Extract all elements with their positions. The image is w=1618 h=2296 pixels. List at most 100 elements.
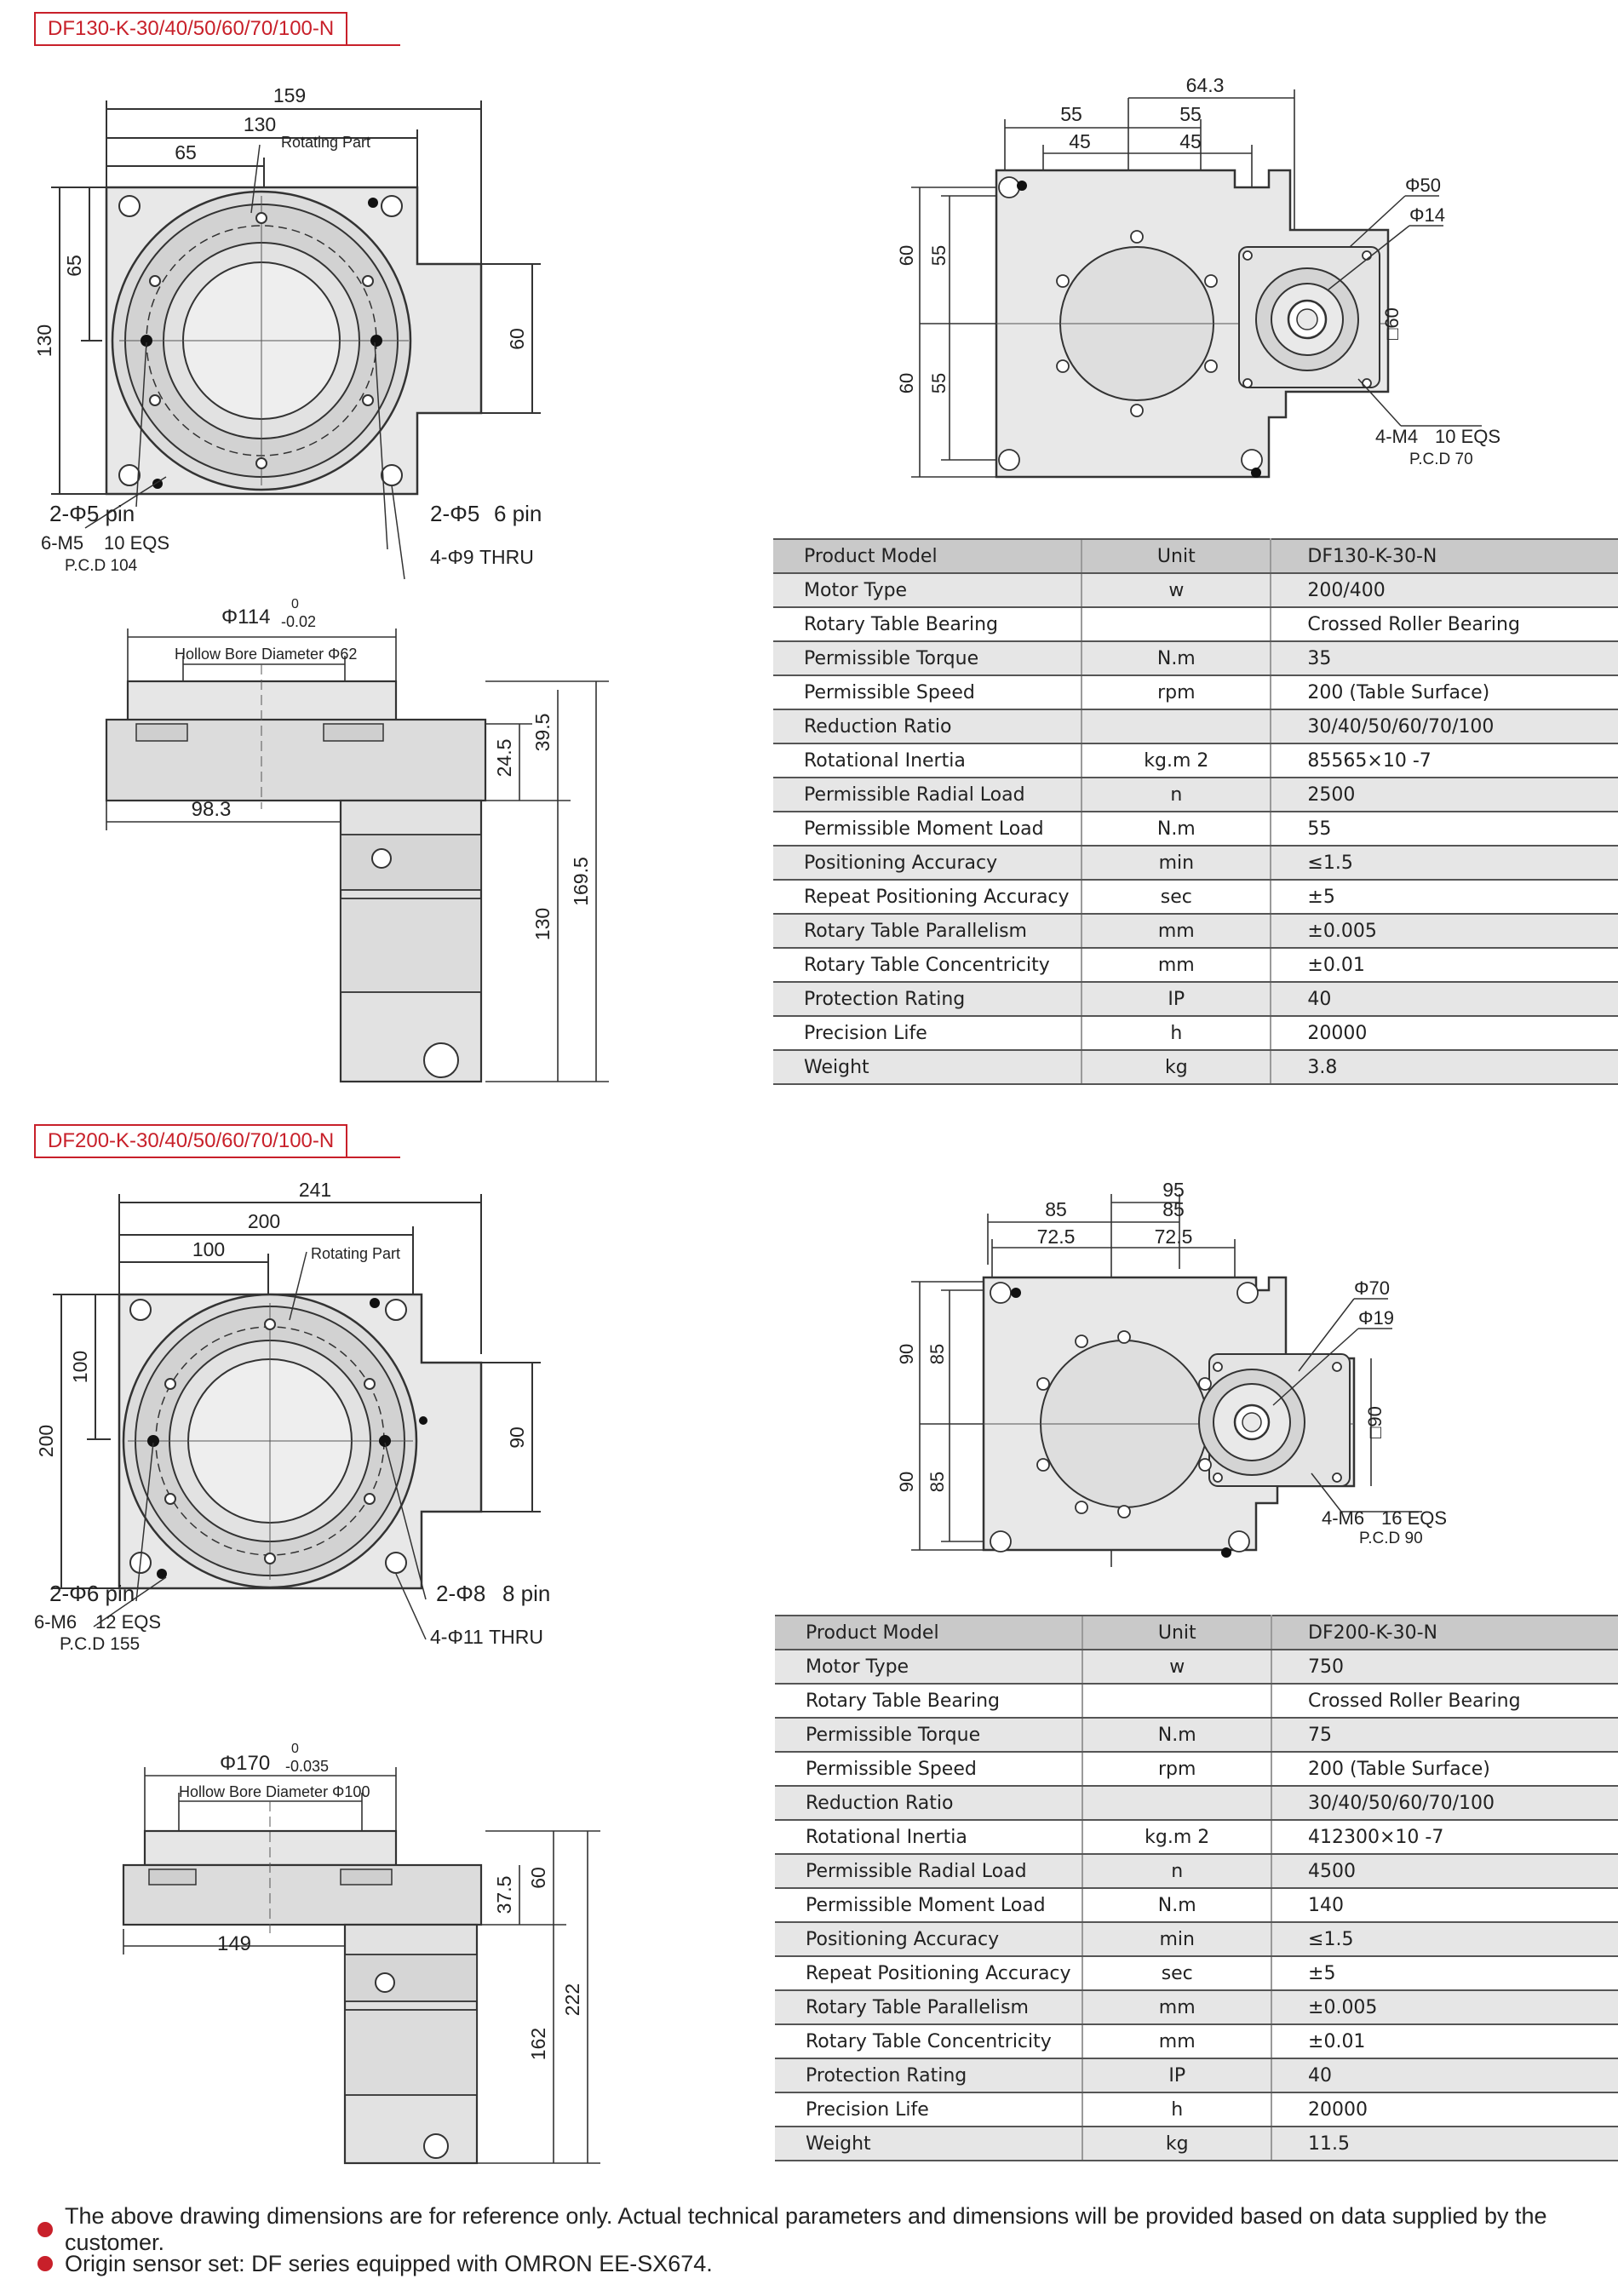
dim-overall: 241 (299, 1179, 331, 1201)
spec-value-cell: 85565×10 -7 (1271, 743, 1618, 778)
diameter-label: Φ114 (221, 606, 270, 629)
thread-depth-label: 10 EQS (1435, 426, 1500, 447)
bullet-dot-icon (37, 2256, 53, 2271)
spec-name-cell: Permissible Torque (773, 641, 1082, 676)
dim-height: 130 (33, 324, 55, 357)
spec-value-cell: 2500 (1271, 778, 1618, 812)
tol-upper: 0 (291, 1742, 299, 1756)
spec-value-cell: 3.8 (1271, 1050, 1618, 1085)
spec-unit-cell (1082, 1684, 1273, 1719)
spec-value-cell: 200 (Table Surface) (1271, 1752, 1618, 1787)
spec-name-cell: Permissible Speed (773, 675, 1082, 710)
section-tag-df200: DF200-K-30/40/50/60/70/100-N (34, 1124, 348, 1158)
w-right: 55 (1179, 103, 1202, 125)
thread-label: 6-M5 (41, 532, 83, 554)
w-total: 64.3 (1186, 74, 1225, 96)
section-tag-df130: DF130-K-30/40/50/60/70/100-N (34, 12, 348, 46)
footnote: The above drawing dimensions are for ref… (37, 2203, 1618, 2255)
spec-name-cell: Reduction Ratio (773, 709, 1082, 744)
spec-name-cell: Rotary Table Parallelism (775, 1990, 1083, 2025)
spec-unit-cell: kg (1082, 2127, 1273, 2161)
top-view-drawing-df130: 159 130 65 Rotating Part 65 130 60 2-Φ5 … (33, 84, 542, 580)
thread-label: 6-M6 (34, 1611, 77, 1633)
pin-left-label: 2-Φ6 pin (49, 1581, 135, 1606)
spec-value-cell: 11.5 (1271, 2127, 1618, 2161)
dim-left-v: 100 (69, 1351, 91, 1383)
spec-unit-cell: mm (1082, 1990, 1273, 2025)
spec-unit-cell: sec (1082, 1956, 1273, 1991)
square-dim: □60 (1381, 307, 1403, 340)
dim-overall: 159 (273, 84, 306, 106)
footnote: Origin sensor set: DF series equipped wi… (37, 2247, 1618, 2281)
dim-d3: 130 (531, 908, 554, 940)
w-total: 95 (1162, 1179, 1185, 1201)
spec-value-cell: DF200-K-30-N (1271, 1615, 1618, 1650)
spec-value-cell: ±0.01 (1271, 2024, 1618, 2059)
spec-value-cell: 30/40/50/60/70/100 (1271, 709, 1618, 744)
spec-unit-cell: rpm (1082, 1752, 1273, 1787)
dim-height: 200 (35, 1425, 57, 1457)
spec-unit-cell: n (1082, 1854, 1273, 1889)
w-left-in: 45 (1069, 130, 1091, 152)
spec-value-cell: 55 (1271, 812, 1618, 847)
side-view-drawing-df130: Φ114 0 -0.02 Hollow Bore Diameter Φ62 98… (105, 597, 609, 1083)
spec-value-cell: ≤1.5 (1271, 846, 1618, 881)
spec-unit-cell: N.m (1081, 812, 1272, 847)
square-dim: □90 (1364, 1406, 1386, 1438)
spec-value-cell: ≤1.5 (1271, 1922, 1618, 1957)
pcd-label: P.C.D 90 (1359, 1530, 1423, 1547)
spec-value-cell: 750 (1271, 1650, 1618, 1685)
spec-unit-cell: N.m (1081, 641, 1272, 676)
spec-value-cell: 4500 (1271, 1854, 1618, 1889)
spec-unit-cell: kg.m 2 (1082, 1820, 1273, 1855)
spec-unit-cell: IP (1082, 2058, 1273, 2093)
spec-name-cell: Permissible Moment Load (775, 1888, 1083, 1923)
spec-name-cell: Reduction Ratio (775, 1786, 1083, 1821)
rotating-part-label: Rotating Part (311, 1245, 400, 1262)
spec-unit-cell: mm (1081, 948, 1272, 983)
spec-name-cell: Rotational Inertia (773, 743, 1082, 778)
dim-d3: 162 (527, 2028, 549, 2060)
spec-unit-cell: sec (1081, 880, 1272, 915)
spec-unit-cell: min (1082, 1922, 1273, 1957)
spec-name-cell: Repeat Positioning Accuracy (773, 880, 1082, 915)
pcd-label: P.C.D 70 (1409, 451, 1473, 468)
spec-value-cell: ±5 (1271, 880, 1618, 915)
spec-name-cell: Motor Type (773, 573, 1082, 608)
spec-value-cell: DF130-K-30-N (1271, 538, 1618, 574)
spec-value-cell: 75 (1271, 1718, 1618, 1753)
thread-depth-label: 12 EQS (95, 1611, 161, 1633)
thru-label: 4-Φ11 THRU (430, 1626, 543, 1648)
spec-unit-cell: h (1082, 2092, 1273, 2127)
h-top-in: 85 (927, 1344, 948, 1364)
dim-d4: 169.5 (570, 857, 592, 906)
phi-large: Φ50 (1405, 175, 1441, 196)
spec-unit-cell: w (1081, 573, 1272, 608)
dim-d1: 24.5 (493, 739, 515, 778)
spec-value-cell: 30/40/50/60/70/100 (1271, 1786, 1618, 1821)
spec-value-cell: 412300×10 -7 (1271, 1820, 1618, 1855)
h-top-out: 90 (896, 1344, 917, 1364)
spec-value-cell: Crossed Roller Bearing (1271, 607, 1618, 642)
spec-name-cell: Motor Type (775, 1650, 1083, 1685)
dim-right-v: 90 (506, 1426, 528, 1449)
spec-name-cell: Weight (775, 2127, 1083, 2161)
